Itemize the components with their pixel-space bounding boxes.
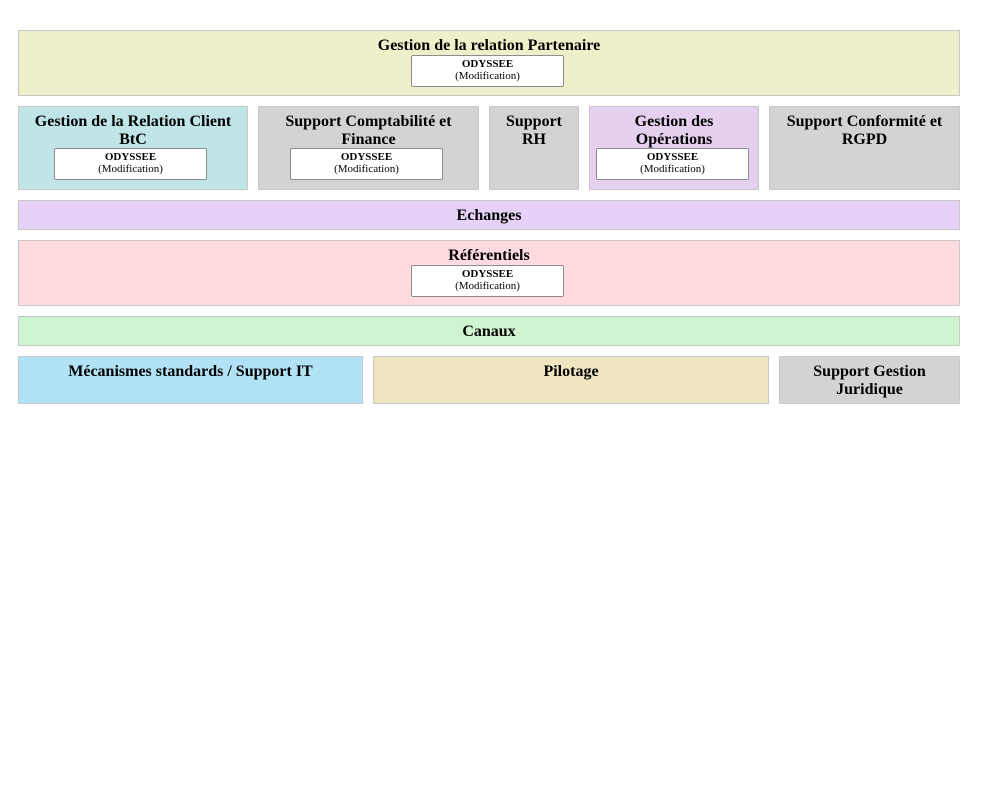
- zone-title: Mécanismes standards / Support IT: [68, 363, 313, 380]
- zone-support-comptabilite-finance: Support Comptabilité et Finance ODYSSEE …: [258, 106, 479, 190]
- zone-support-rh: Support RH: [489, 106, 579, 190]
- zone-gestion-relation-partenaire: Gestion de la relation Partenaire ODYSSE…: [18, 30, 960, 96]
- zone-pilotage: Pilotage: [373, 356, 769, 404]
- zone-title: Gestion des Opérations: [634, 113, 714, 148]
- zone-echanges: Echanges: [18, 200, 960, 230]
- application-box-odyssee[interactable]: ODYSSEE (Modification): [411, 55, 564, 87]
- application-name: ODYSSEE: [340, 151, 393, 163]
- zone-title: Support Comptabilité et Finance: [285, 113, 452, 148]
- application-status: (Modification): [640, 163, 705, 175]
- zone-title: Référentiels: [448, 247, 530, 264]
- application-status: (Modification): [334, 163, 399, 175]
- zone-title: Gestion de la Relation Client BtC: [34, 113, 232, 148]
- zone-support-gestion-juridique: Support Gestion Juridique: [779, 356, 960, 404]
- zone-title: Canaux: [462, 323, 516, 340]
- application-status: (Modification): [455, 280, 520, 292]
- zone-title: Pilotage: [543, 363, 599, 380]
- application-box-odyssee[interactable]: ODYSSEE (Modification): [54, 148, 207, 180]
- zone-title: Support Conformité et RGPD: [786, 113, 943, 148]
- zone-canaux: Canaux: [18, 316, 960, 346]
- application-status: (Modification): [98, 163, 163, 175]
- zone-title: Support RH: [505, 113, 563, 148]
- zone-mecanismes-standards-support-it: Mécanismes standards / Support IT: [18, 356, 363, 404]
- zone-gestion-operations: Gestion des Opérations ODYSSEE (Modifica…: [589, 106, 759, 190]
- zone-title: Echanges: [456, 207, 522, 224]
- zone-support-conformite-rgpd: Support Conformité et RGPD: [769, 106, 960, 190]
- application-box-odyssee[interactable]: ODYSSEE (Modification): [596, 148, 749, 180]
- zone-gestion-relation-client-btc: Gestion de la Relation Client BtC ODYSSE…: [18, 106, 248, 190]
- application-box-odyssee[interactable]: ODYSSEE (Modification): [411, 265, 564, 297]
- application-name: ODYSSEE: [461, 268, 514, 280]
- application-name: ODYSSEE: [646, 151, 699, 163]
- application-name: ODYSSEE: [104, 151, 157, 163]
- zone-title: Support Gestion Juridique: [813, 363, 926, 398]
- application-name: ODYSSEE: [461, 58, 514, 70]
- zone-referentiels: Référentiels ODYSSEE (Modification): [18, 240, 960, 306]
- zone-title: Gestion de la relation Partenaire: [377, 37, 601, 54]
- application-box-odyssee[interactable]: ODYSSEE (Modification): [290, 148, 443, 180]
- application-status: (Modification): [455, 70, 520, 82]
